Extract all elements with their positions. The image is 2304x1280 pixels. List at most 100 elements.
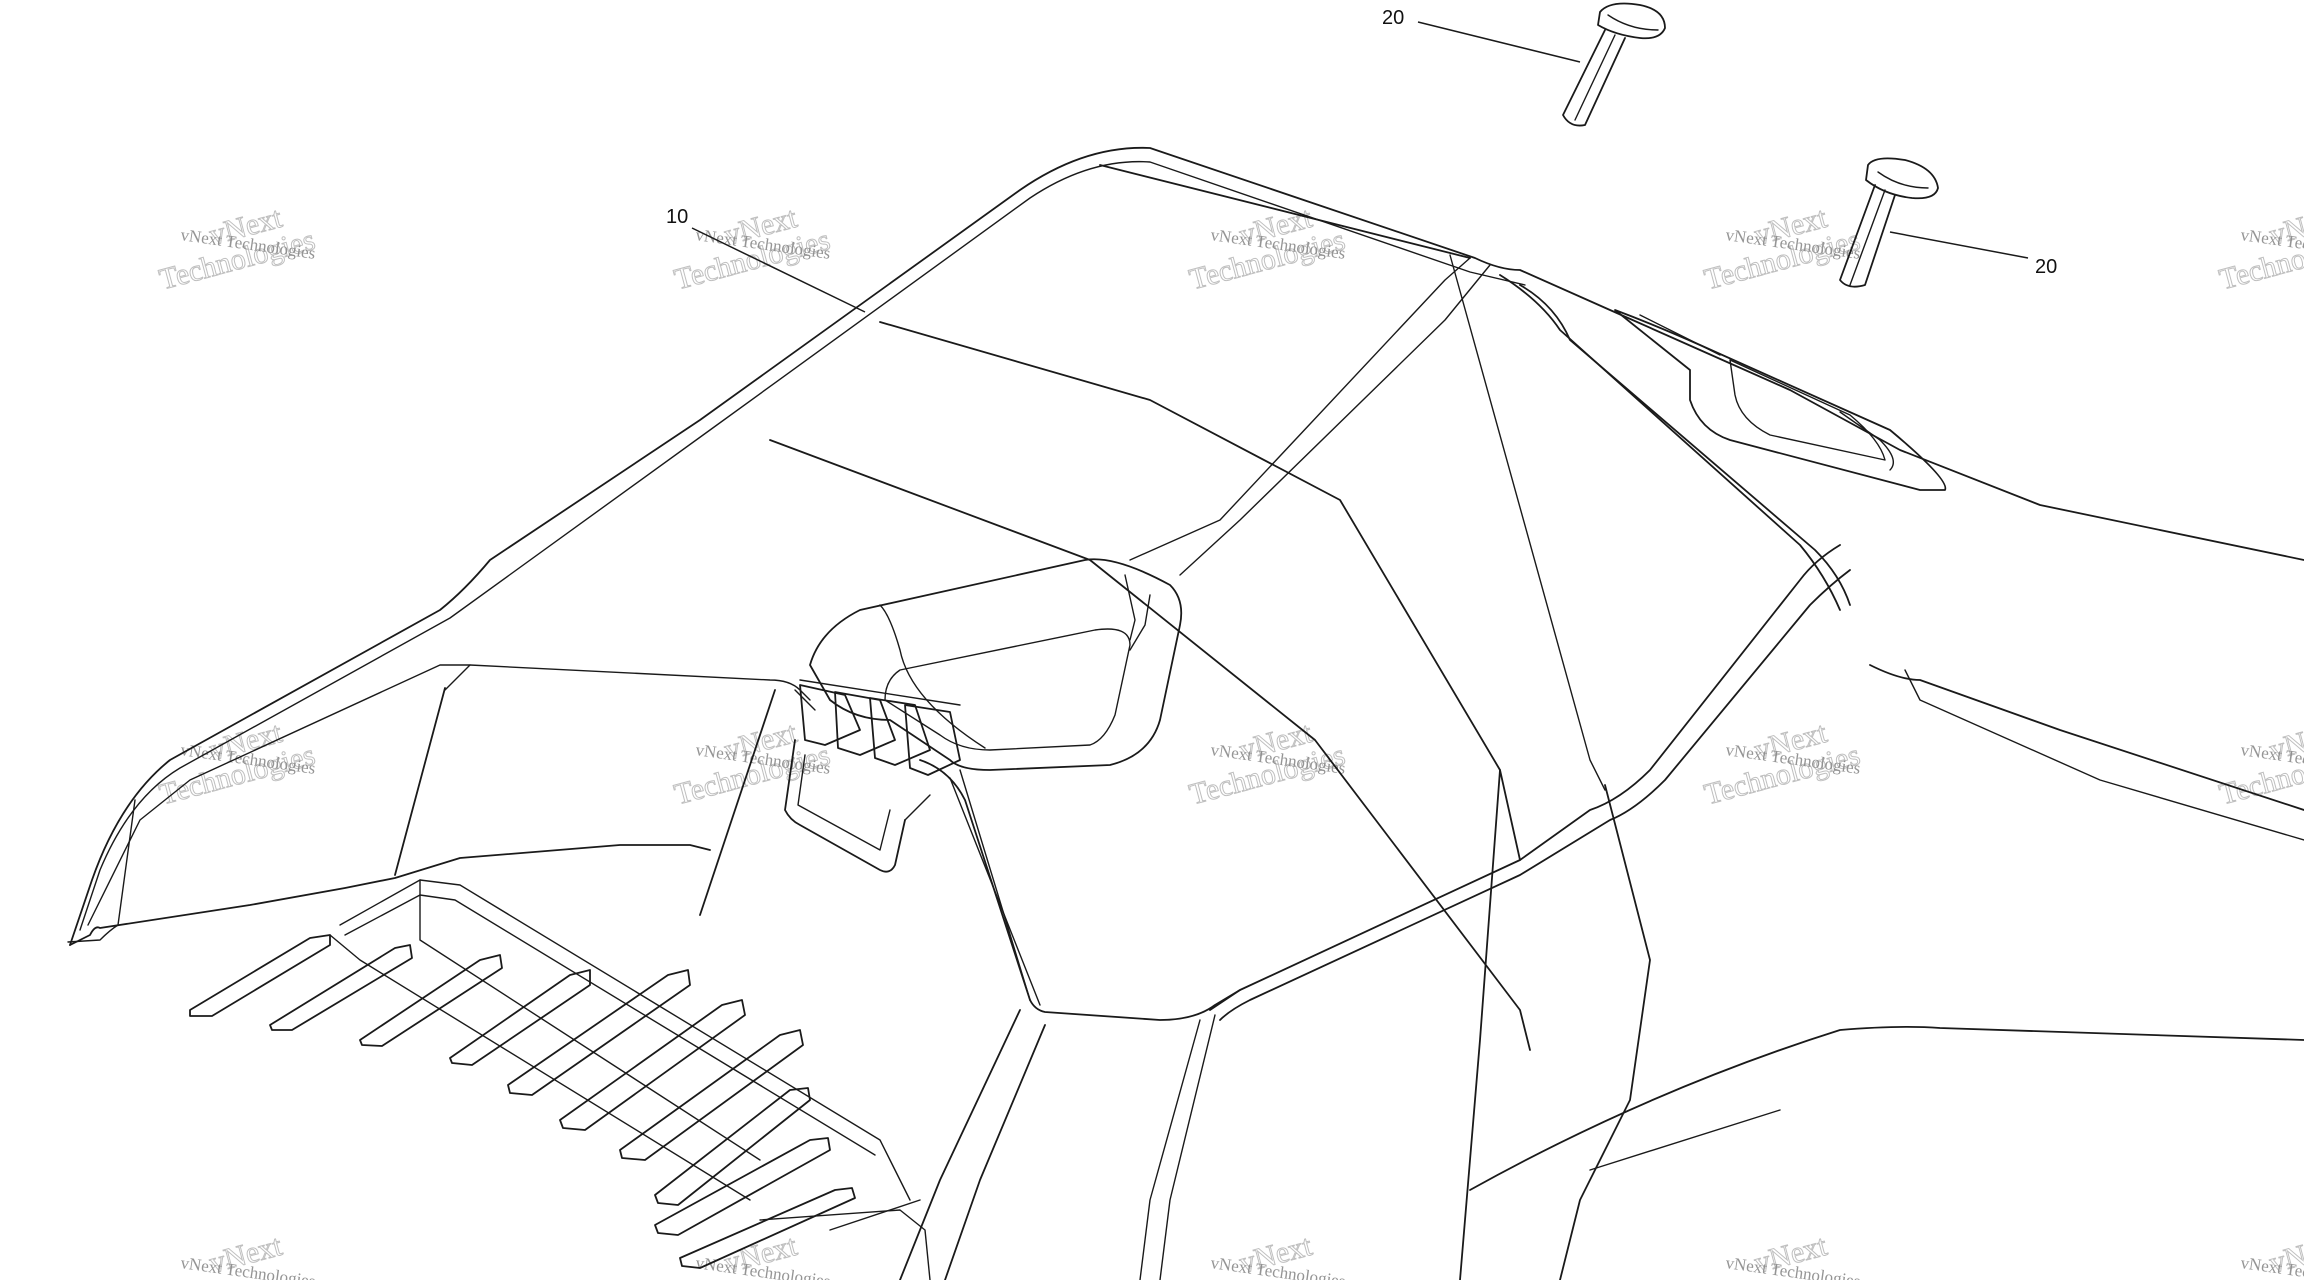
seat-lower-curve-2 bbox=[1589, 1109, 1781, 1171]
screw-head-slot bbox=[1877, 171, 1929, 189]
seat-front-edge-2 bbox=[949, 777, 1041, 1006]
seat-panel-line-b bbox=[769, 439, 1531, 1051]
leader-line-20-top bbox=[1417, 21, 1581, 63]
watermark: vNext Technologies vNext Technologies bbox=[1700, 200, 1864, 297]
vent-lower-box-inner bbox=[797, 754, 891, 851]
grip-ribs bbox=[189, 879, 931, 1280]
vent-outer bbox=[809, 558, 1183, 771]
seat-tail-left-inner bbox=[87, 664, 811, 926]
screw-head-slot bbox=[1607, 14, 1659, 31]
seat-tail-left bbox=[69, 844, 711, 946]
vent-inner-rim bbox=[884, 628, 1131, 751]
seat-tail-edge bbox=[67, 799, 136, 943]
watermark: vNext Technologies vNext Technologies bbox=[2215, 715, 2304, 812]
grip-rib-spine bbox=[419, 879, 761, 1161]
screw-top bbox=[1562, 2, 1666, 127]
seat-seam-2 bbox=[1559, 784, 1651, 1280]
seat-flank-line-3 bbox=[444, 664, 471, 691]
screw-shank bbox=[1562, 29, 1626, 127]
watermark: vNext Technologies vNext Technologies bbox=[1185, 715, 1349, 812]
grip-rib bbox=[359, 954, 503, 1047]
leader-line-20-right bbox=[1889, 231, 2029, 259]
seat-flank-line-2 bbox=[699, 689, 776, 916]
slot-line-2 bbox=[1839, 411, 1894, 471]
vent-rim-top bbox=[879, 604, 986, 749]
screw-shank bbox=[1839, 184, 1896, 288]
seat-ridge-1 bbox=[1499, 274, 1841, 611]
vent-slot-frame bbox=[799, 679, 961, 706]
grip-rib bbox=[654, 1087, 811, 1206]
grip-rib bbox=[654, 1137, 831, 1236]
air-vent bbox=[784, 558, 1183, 873]
seat-seam-3 bbox=[1139, 1019, 1201, 1280]
watermark: vNext Technologies vNext Technologies bbox=[1185, 200, 1349, 297]
grip-rib bbox=[507, 969, 691, 1096]
vent-slot bbox=[904, 704, 961, 776]
callout-20-right: 20 bbox=[1889, 231, 2057, 278]
seat-front-ridge bbox=[1029, 989, 1241, 1021]
vent-lower-box-side bbox=[904, 794, 931, 821]
grip-rib-frame-2 bbox=[344, 894, 876, 1156]
grip-rib bbox=[269, 944, 413, 1031]
watermark: vNext vNext Technologies bbox=[179, 1228, 316, 1280]
callout-label-20-top: 20 bbox=[1382, 7, 1404, 29]
screw-shank-line bbox=[1574, 34, 1616, 121]
watermark: vNext Technologies vNext Technologies bbox=[670, 715, 834, 812]
vent-slot bbox=[869, 697, 931, 766]
vent-lower-box bbox=[784, 739, 906, 873]
grip-rib bbox=[189, 934, 331, 1017]
seat-panel-line-c bbox=[1099, 164, 1471, 259]
watermark: vNext Technologies vNext Technologies bbox=[670, 200, 834, 297]
callout-label-10: 10 bbox=[666, 206, 688, 228]
watermark-layer: vNext Technologies vNext Technologies vN… bbox=[155, 200, 2304, 1280]
screw-head bbox=[1865, 157, 1939, 200]
grip-rib bbox=[679, 1187, 856, 1269]
watermark: vNext vNext Technologies bbox=[1209, 1228, 1346, 1280]
seat-right-bend-4 bbox=[1904, 669, 2304, 841]
grip-rib-frame bbox=[339, 879, 911, 1201]
grip-rib bbox=[619, 1029, 804, 1161]
seat-outline-top bbox=[69, 146, 2304, 946]
seat-outline-top-inner bbox=[79, 160, 1526, 931]
screw-right bbox=[1839, 157, 1939, 288]
slot-inner bbox=[1729, 359, 1886, 461]
seat-seam-4 bbox=[1159, 1014, 1216, 1280]
leader-line-10 bbox=[691, 227, 866, 313]
watermark: vNext Technologies vNext Technologies bbox=[1700, 715, 1864, 812]
seat-front-ridge-3 bbox=[944, 1024, 1046, 1280]
grip-rib bbox=[449, 969, 591, 1066]
slot-outer bbox=[1614, 309, 1947, 491]
seat-seam-1 bbox=[1459, 769, 1501, 1280]
seat-lower-curve bbox=[1469, 1025, 2304, 1191]
seat-ridge-2 bbox=[1519, 284, 1851, 606]
right-slot bbox=[1614, 309, 1947, 491]
watermark: vNext vNext Technologies bbox=[1724, 1228, 1861, 1280]
callout-10: 10 bbox=[666, 206, 866, 313]
watermark: vNext Technologies vNext Technologies bbox=[2215, 200, 2304, 297]
callout-20-top: 20 bbox=[1382, 7, 1581, 63]
watermark: vNext Technologies vNext Technologies bbox=[155, 200, 319, 297]
seat-part bbox=[67, 146, 2304, 1280]
vent-rim-right-2 bbox=[1129, 594, 1151, 651]
seat-ridge-3 bbox=[1449, 254, 1606, 791]
screw-head bbox=[1597, 2, 1666, 40]
seat-flank-line-4 bbox=[794, 689, 816, 711]
vent-rim-right bbox=[1124, 574, 1136, 641]
screw-shank-line bbox=[1849, 189, 1886, 286]
grip-rib-end-2 bbox=[829, 1199, 921, 1231]
watermark: vNext vNext Technologies bbox=[694, 1228, 831, 1280]
seat-flank-line-1 bbox=[394, 687, 446, 876]
callout-label-20-right: 20 bbox=[2035, 256, 2057, 278]
seat-front-ridge-2 bbox=[899, 1009, 1021, 1280]
watermark: vNext vNext Technologies bbox=[2239, 1228, 2304, 1280]
grip-rib-spine-2 bbox=[329, 934, 751, 1201]
seat-right-bend-3 bbox=[1869, 664, 2304, 811]
seat-panel-line-a bbox=[879, 321, 1521, 861]
grip-rib-end bbox=[759, 1209, 931, 1280]
slot-line bbox=[1639, 314, 1721, 356]
seat-front-edge bbox=[919, 759, 1031, 1001]
watermark: vNext Technologies vNext Technologies bbox=[155, 715, 319, 812]
grip-rib bbox=[559, 999, 746, 1131]
seat-panel-line-e bbox=[1179, 264, 1491, 576]
